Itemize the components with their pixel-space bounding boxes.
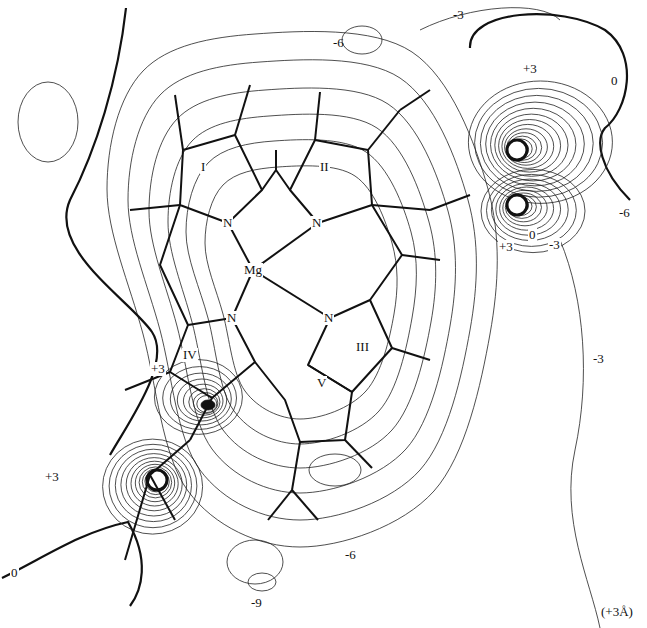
drawing-stroke: [345, 440, 372, 468]
drawing-stroke: [342, 26, 382, 54]
drawing-stroke: [481, 169, 585, 252]
drawing-stroke: [505, 193, 541, 222]
drawing-stroke: [235, 85, 250, 135]
drawing-stroke: [507, 195, 527, 215]
drawing-stroke: [150, 440, 190, 475]
drawing-stroke: [170, 373, 231, 425]
drawing-stroke: [149, 88, 455, 493]
drawing-stroke: [480, 95, 593, 191]
drawing-stroke: [186, 140, 416, 444]
drawing-stroke: [503, 190, 547, 226]
drawing-stroke: [495, 114, 568, 176]
drawing-stroke: [168, 114, 436, 468]
atom-label: N: [222, 216, 233, 230]
drawing-stroke: [315, 92, 320, 140]
contour-value: +3: [44, 470, 60, 484]
drawing-stroke: [128, 60, 476, 520]
drawing-stroke: [487, 174, 577, 246]
drawing-stroke: [420, 8, 560, 30]
drawing-stroke: [290, 140, 372, 223]
scale-note: (+3Å): [600, 605, 634, 619]
drawing-stroke: [268, 490, 292, 520]
drawing-stroke: [2, 522, 142, 606]
atom-label: N: [323, 311, 334, 325]
drawing-stroke: [248, 573, 276, 591]
contour-value: 0: [10, 566, 19, 580]
drawing-stroke: [253, 270, 330, 318]
contour-lines: [18, 8, 600, 628]
drawing-stroke: [370, 205, 402, 300]
drawing-stroke: [560, 240, 600, 628]
drawing-stroke: [130, 205, 180, 210]
drawing-stroke: [309, 454, 361, 486]
drawing-stroke: [103, 439, 203, 534]
contour-value: 0: [528, 228, 537, 242]
contour-value: -6: [618, 206, 631, 220]
drawing-stroke: [175, 95, 183, 150]
atom-contours: [103, 81, 613, 534]
drawing-stroke: [160, 205, 188, 325]
ring-label: III: [355, 340, 370, 354]
ring-label: V: [316, 376, 327, 390]
drawing-stroke: [292, 490, 318, 520]
atom-label: N: [226, 311, 237, 325]
drawing-stroke: [475, 88, 603, 197]
drawing-stroke: [499, 120, 561, 173]
drawing-stroke: [66, 8, 157, 455]
drawing-stroke: [368, 110, 400, 150]
contour-value: -9: [250, 596, 263, 610]
zero-contours: [2, 8, 630, 606]
drawing-stroke: [125, 475, 150, 560]
ring-label: I: [200, 160, 206, 174]
contour-value: -3: [452, 8, 465, 22]
atom-label: N: [311, 216, 322, 230]
drawing-stroke: [470, 14, 630, 200]
drawing-stroke: [107, 31, 497, 547]
drawing-stroke: [400, 90, 430, 110]
drawing-stroke: [486, 102, 585, 186]
drawing-stroke: [292, 442, 300, 490]
drawing-stroke: [430, 195, 470, 210]
drawing-stroke: [505, 129, 548, 165]
drawing-stroke: [115, 449, 191, 521]
ring-label: II: [319, 160, 330, 174]
drawing-stroke: [402, 255, 440, 260]
drawing-stroke: [18, 82, 78, 162]
drawing-stroke: [507, 195, 536, 218]
drawing-stroke: [372, 205, 430, 210]
contour-value: -3: [592, 352, 605, 366]
contour-value: +3: [498, 240, 514, 254]
drawing-stroke: [255, 362, 352, 442]
drawing-stroke: [180, 135, 262, 223]
drawing-stroke: [170, 318, 255, 398]
drawing-stroke: [308, 300, 392, 392]
chlorophyll-skeleton: [125, 85, 470, 560]
contour-value: 0: [610, 74, 619, 88]
atom-label: Mg: [243, 263, 263, 277]
drawing-stroke: [121, 454, 187, 516]
contour-value: -6: [332, 36, 345, 50]
contour-value: -3: [548, 238, 561, 252]
drawing-stroke: [275, 150, 277, 170]
drawing-stroke: [500, 187, 554, 230]
drawing-stroke: [109, 444, 197, 527]
contour-value: +3: [522, 62, 538, 76]
drawing-stroke: [190, 398, 212, 440]
drawing-stroke: [150, 475, 175, 520]
drawing-stroke: [507, 133, 542, 163]
drawing-stroke: [502, 124, 554, 168]
drawing-stroke: [177, 379, 226, 421]
contour-value: -6: [344, 548, 357, 562]
drawing-stroke: [491, 108, 576, 181]
contour-value: +3: [150, 362, 166, 376]
drawing-stroke: [507, 140, 527, 160]
ring-label: IV: [182, 348, 198, 362]
drawing-stroke: [262, 170, 290, 190]
drawing-stroke: [392, 348, 430, 360]
